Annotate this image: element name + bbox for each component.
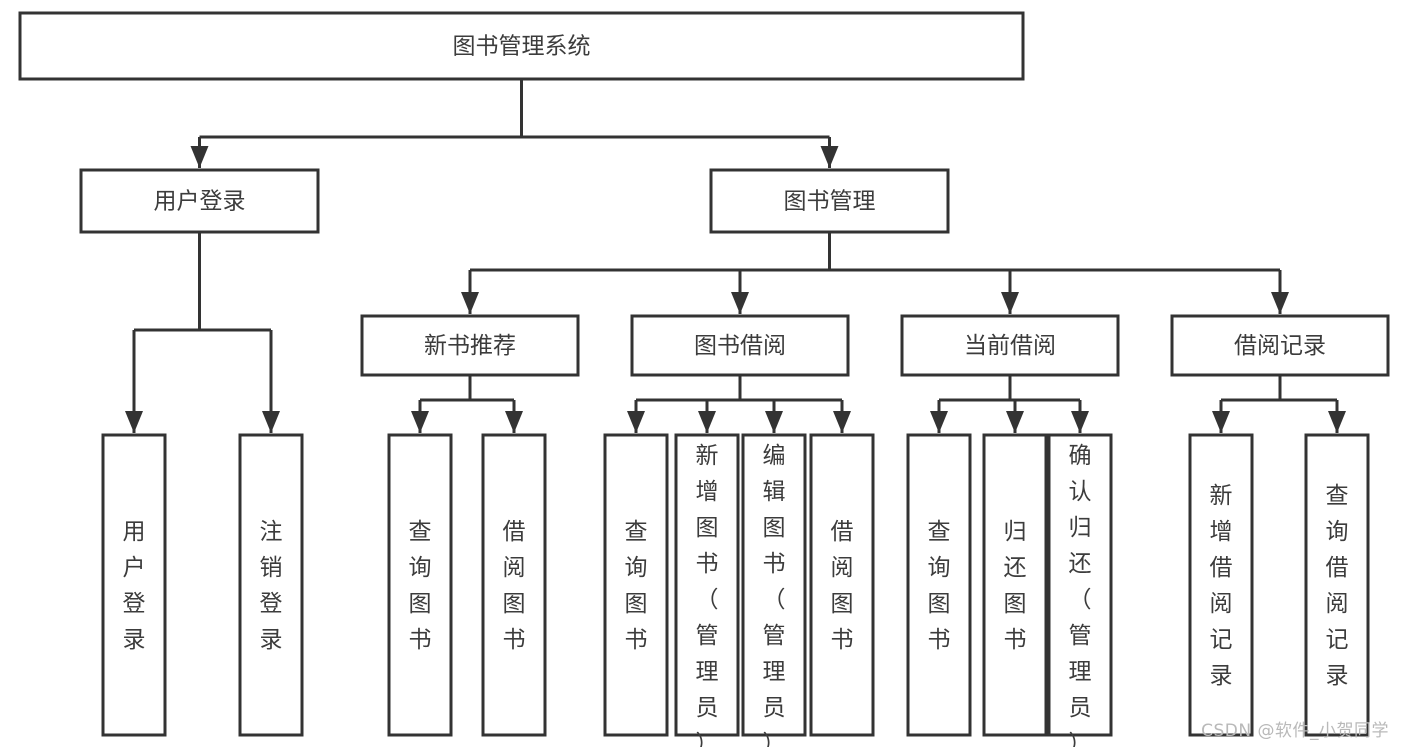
node-label: 用户登录 [123, 519, 146, 653]
arrow-head-icon [411, 411, 429, 433]
arrow-head-icon [1006, 411, 1024, 433]
node-box [900, 314, 1120, 377]
level2-node-图书管理[interactable]: 图书管理 [709, 168, 950, 234]
node-box [481, 433, 547, 737]
node-box [674, 433, 740, 737]
node-box [809, 433, 875, 737]
node-label: 查询图书 [409, 519, 432, 653]
node-box [630, 314, 850, 377]
node-box [1304, 433, 1370, 737]
node-layer: 图书管理系统用户登录图书管理新书推荐图书借阅当前借阅借阅记录用户登录注销登录查询… [18, 11, 1390, 747]
node-label: 借阅记录 [1234, 333, 1326, 359]
level3-node-图书借阅[interactable]: 图书借阅 [630, 314, 850, 377]
leaf-node-确认归还管理员[interactable]: 确认归还（管理员） [1047, 433, 1113, 747]
node-label: 注销登录 [260, 519, 283, 653]
node-label: 图书管理系统 [453, 34, 591, 60]
leaf-node-查询图书[interactable]: 查询图书 [387, 433, 453, 737]
leaf-node-查询图书[interactable]: 查询图书 [603, 433, 669, 737]
root-node-图书管理系统[interactable]: 图书管理系统 [18, 11, 1025, 81]
arrow-head-icon [461, 292, 479, 314]
node-label: 图书借阅 [694, 333, 786, 359]
arrow-head-icon [505, 411, 523, 433]
arrow-head-icon [698, 411, 716, 433]
node-box [360, 314, 580, 377]
node-label: 新增借阅记录 [1210, 483, 1233, 689]
node-box [18, 11, 1025, 81]
csdn-watermark: CSDN @软件_小贺同学 [1201, 721, 1389, 741]
node-box [101, 433, 167, 737]
node-label: 当前借阅 [964, 333, 1056, 359]
arrow-head-icon [262, 411, 280, 433]
node-box [1047, 433, 1113, 737]
node-label: 用户登录 [154, 189, 246, 215]
arrow-head-icon [731, 292, 749, 314]
arrow-head-icon [1071, 411, 1089, 433]
arrow-head-icon [125, 411, 143, 433]
node-box [982, 433, 1048, 737]
node-box [238, 433, 304, 737]
arrow-head-icon [833, 411, 851, 433]
leaf-node-查询图书[interactable]: 查询图书 [906, 433, 972, 737]
arrow-head-icon [190, 146, 209, 168]
connector-layer [125, 79, 1346, 433]
node-box [741, 433, 807, 737]
node-box [906, 433, 972, 737]
level3-node-新书推荐[interactable]: 新书推荐 [360, 314, 580, 377]
arrow-head-icon [1271, 292, 1289, 314]
level3-node-当前借阅[interactable]: 当前借阅 [900, 314, 1120, 377]
leaf-node-归还图书[interactable]: 归还图书 [982, 433, 1048, 737]
arrow-head-icon [627, 411, 645, 433]
arrow-head-icon [1328, 411, 1346, 433]
node-box [709, 168, 950, 234]
node-box [387, 433, 453, 737]
node-box [603, 433, 669, 737]
leaf-node-查询借阅记录[interactable]: 查询借阅记录 [1304, 433, 1370, 737]
leaf-node-借阅图书[interactable]: 借阅图书 [809, 433, 875, 737]
leaf-node-用户登录[interactable]: 用户登录 [101, 433, 167, 737]
level3-node-借阅记录[interactable]: 借阅记录 [1170, 314, 1390, 377]
leaf-node-新增图书管理员[interactable]: 新增图书（管理员） [674, 433, 740, 747]
node-label: 确认归还（管理员） [1069, 443, 1092, 747]
node-label: 编辑图书（管理员） [763, 443, 786, 747]
node-label: 借阅图书 [503, 519, 526, 653]
node-label: 图书管理 [784, 189, 876, 215]
arrow-head-icon [1212, 411, 1230, 433]
node-label: 新增图书（管理员） [696, 443, 719, 747]
arrow-head-icon [765, 411, 783, 433]
node-label: 查询图书 [928, 519, 951, 653]
arrow-head-icon [820, 146, 839, 168]
leaf-node-注销登录[interactable]: 注销登录 [238, 433, 304, 737]
node-label: 归还图书 [1004, 519, 1027, 653]
node-box [1170, 314, 1390, 377]
leaf-node-新增借阅记录[interactable]: 新增借阅记录 [1188, 433, 1254, 737]
node-label: 新书推荐 [424, 333, 516, 359]
node-box [79, 168, 320, 234]
arrow-head-icon [1001, 292, 1019, 314]
node-label: 借阅图书 [831, 519, 854, 653]
arrow-head-icon [930, 411, 948, 433]
leaf-node-借阅图书[interactable]: 借阅图书 [481, 433, 547, 737]
node-box [1188, 433, 1254, 737]
leaf-node-编辑图书管理员[interactable]: 编辑图书（管理员） [741, 433, 807, 747]
node-label: 查询图书 [625, 519, 648, 653]
level2-node-用户登录[interactable]: 用户登录 [79, 168, 320, 234]
node-label: 查询借阅记录 [1326, 483, 1349, 689]
